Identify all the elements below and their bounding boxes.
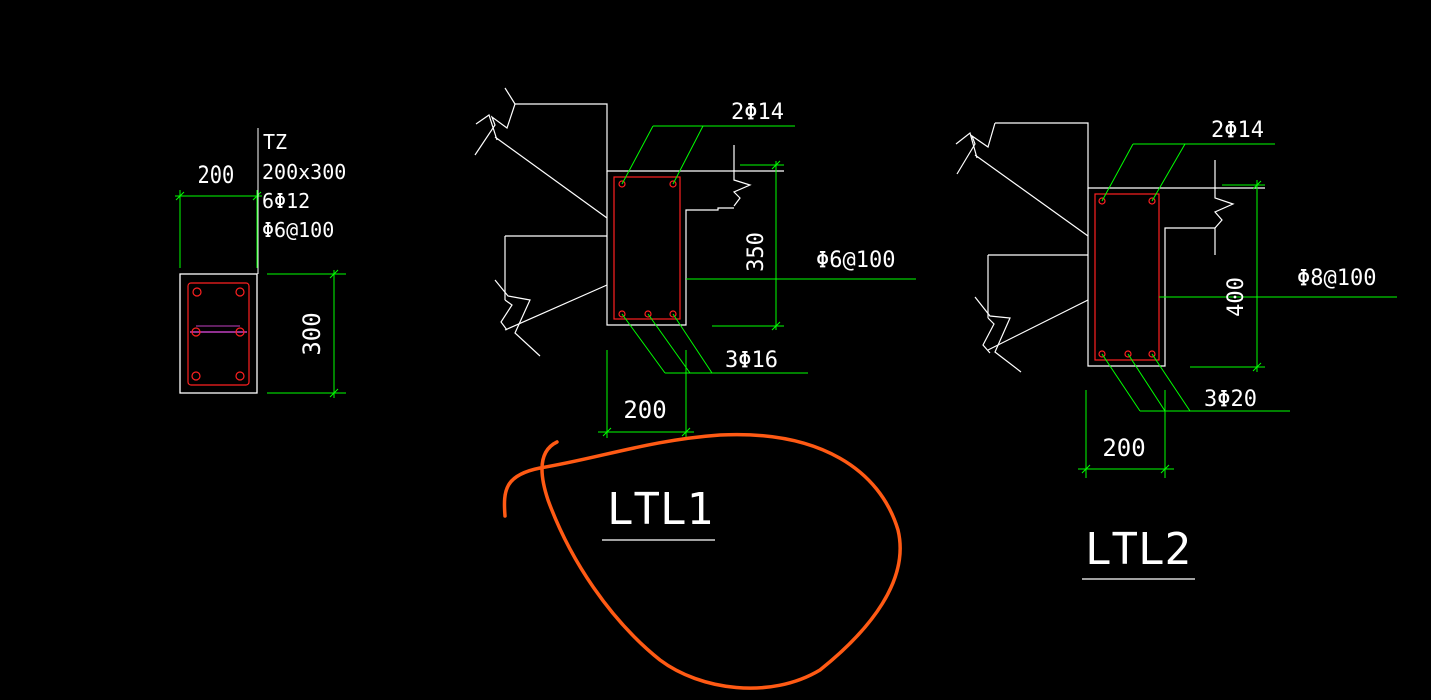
ltl1-bottom-rebar — [669, 310, 677, 318]
ltl2-width-label: 200 — [1102, 434, 1145, 462]
tz-rebar — [191, 327, 201, 337]
tz-width-label: 200 — [197, 161, 234, 189]
markup-circle-stroke — [502, 432, 902, 690]
ltl1-top-rebar — [618, 180, 626, 188]
tz-rebar — [235, 287, 245, 297]
tz-long-bars: 6Φ12 — [262, 189, 310, 213]
ltl2-height-label: 400 — [1224, 277, 1249, 317]
ltl1-section: 2Φ14 Φ6@100 3Φ16 350 200 LTL1 — [474, 87, 916, 541]
ltl1-leaders — [621, 125, 916, 374]
ltl2-top-rebar — [1098, 197, 1106, 205]
tz-size: 200x300 — [262, 160, 346, 184]
ltl2-outline — [955, 122, 1265, 373]
ltl2-section: 2Φ14 Φ8@100 3Φ20 400 200 LTL2 — [955, 118, 1397, 580]
ltl2-bottom-rebar — [1124, 350, 1132, 358]
ltl1-title: LTL1 — [607, 484, 713, 535]
ltl2-stirrups: Φ8@100 — [1297, 266, 1376, 291]
tz-width-dimension — [175, 190, 262, 268]
ltl2-top-bars: 2Φ14 — [1211, 118, 1264, 143]
tz-stirrups: Φ6@100 — [262, 218, 334, 242]
ltl1-top-rebar — [669, 180, 677, 188]
tz-outline — [179, 273, 258, 394]
ltl1-width-dimension — [598, 350, 694, 438]
ltl1-bottom-bars: 3Φ16 — [725, 348, 778, 373]
ltl2-title: LTL2 — [1085, 524, 1191, 575]
tz-section: 200 300 TZ 200x300 6Φ12 Φ6@100 — [175, 128, 346, 398]
ltl2-stirrup — [1094, 193, 1160, 361]
ltl1-height-dimension — [712, 160, 784, 331]
ltl1-height-label: 350 — [744, 232, 769, 272]
tz-rebar — [191, 371, 201, 381]
ltl1-width-label: 200 — [623, 396, 666, 424]
ltl1-stirrup — [613, 176, 681, 320]
ltl2-bottom-bars: 3Φ20 — [1204, 387, 1257, 412]
tz-rebar — [192, 287, 202, 297]
ltl1-bottom-rebar — [618, 310, 626, 318]
tz-rebar — [235, 327, 245, 337]
ltl2-bottom-rebar — [1148, 350, 1156, 358]
ltl2-bottom-rebar — [1098, 350, 1106, 358]
ltl2-top-rebar — [1148, 197, 1156, 205]
ltl2-width-dimension — [1078, 390, 1174, 478]
tz-stirrup — [187, 282, 250, 386]
tz-height-dimension — [267, 269, 346, 398]
ltl1-bottom-rebar — [644, 310, 652, 318]
ltl1-stirrups: Φ6@100 — [816, 248, 895, 273]
tz-height-label: 300 — [298, 312, 326, 355]
ltl1-top-bars: 2Φ14 — [731, 100, 784, 125]
ltl2-height-dimension — [1190, 180, 1265, 372]
tz-rebar — [235, 371, 245, 381]
tz-name: TZ — [263, 130, 287, 154]
ltl1-outline — [474, 87, 784, 357]
